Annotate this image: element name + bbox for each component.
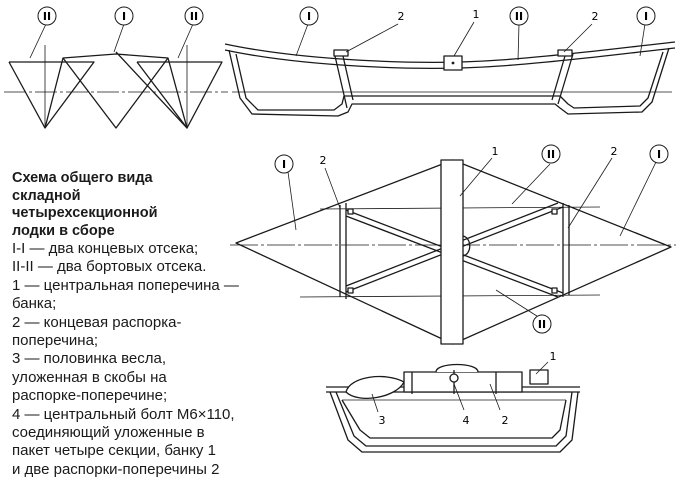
- legend-line: распорке-поперечине;: [12, 387, 168, 405]
- legend-line: поперечина;: [12, 332, 99, 350]
- legend-line: соединяющий уложенные в: [12, 424, 205, 442]
- svg-text:II: II: [538, 318, 546, 331]
- svg-text:2: 2: [398, 10, 405, 23]
- svg-text:II: II: [547, 148, 555, 161]
- svg-text:3: 3: [379, 414, 386, 427]
- diagram-caption: Схема общего вида складной четырехсекцио…: [12, 170, 274, 479]
- svg-text:1: 1: [473, 8, 480, 21]
- callout-I-end: [114, 6, 134, 26]
- svg-text:I: I: [644, 10, 648, 23]
- legend-line: и две распорки-поперечины 2: [12, 460, 220, 478]
- svg-text:2: 2: [320, 154, 327, 167]
- legend-line: 1 — центральная поперечина —: [12, 276, 239, 294]
- callout-II-end-right: [184, 6, 204, 26]
- callout-II-end-left: [37, 6, 57, 26]
- legend-line: уложенная в скобы на: [12, 368, 167, 386]
- legend-line: банка;: [12, 295, 57, 313]
- side-view: I 2 1 II 2 I: [224, 6, 676, 117]
- svg-text:2: 2: [611, 145, 618, 158]
- plan-view: I 2 1 II 2 I II: [230, 144, 676, 345]
- legend-line: I-I — два концевых отсека;: [12, 240, 199, 257]
- svg-text:I: I: [122, 10, 126, 23]
- svg-text:II: II: [515, 10, 523, 23]
- svg-text:4: 4: [463, 414, 470, 427]
- legend-line: пакет четыре секции, банку 1: [12, 442, 216, 460]
- end-view: II I II: [4, 6, 228, 129]
- svg-text:I: I: [307, 10, 311, 23]
- svg-text:1: 1: [550, 350, 557, 363]
- svg-text:1: 1: [492, 145, 499, 158]
- svg-text:II: II: [43, 10, 51, 23]
- svg-text:I: I: [282, 158, 286, 171]
- svg-text:2: 2: [592, 10, 599, 23]
- svg-text:2: 2: [502, 414, 509, 427]
- legend-line: 2 — концевая распорка-: [12, 313, 182, 331]
- legend-line: 3 — половинка весла,: [12, 350, 167, 368]
- legend-line: II-II — два бортовых отсека.: [12, 258, 207, 276]
- svg-text:II: II: [190, 10, 198, 23]
- svg-text:I: I: [657, 148, 661, 161]
- packed-view: 3 4 2 1: [326, 350, 580, 453]
- legend-line: 4 — центральный болт М6×110,: [12, 405, 235, 423]
- caption-title: Схема общего вида складной четырехсекцио…: [12, 170, 158, 239]
